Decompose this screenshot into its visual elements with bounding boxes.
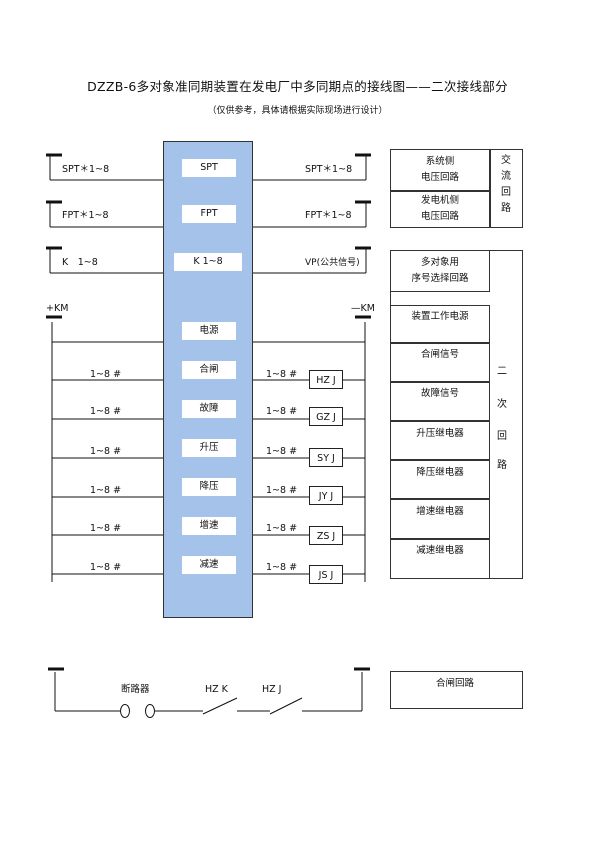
legend-ac-generator-side [390, 191, 490, 228]
signal-terminal: 减速 [182, 556, 236, 574]
legend-text: 增速继电器 [416, 506, 464, 517]
legend-sec-item-3 [390, 382, 490, 421]
hzk-label: HZ K [205, 684, 228, 695]
legend-ac-group-char: 回 [501, 187, 511, 198]
legend-ac-group-char: 流 [501, 171, 511, 182]
fpt-left-label: FPT＊1~8 [62, 210, 109, 221]
hzj-switch [269, 697, 303, 715]
signal-right-label: 1~8 # [266, 446, 298, 457]
legend-sec-item-0 [390, 250, 490, 292]
legend-sec-item-7 [390, 539, 490, 579]
legend-ac-group [490, 149, 523, 228]
power-terminal: 电源 [182, 322, 236, 340]
breaker-contact [120, 704, 130, 718]
fpt-right-label: FPT＊1~8 [305, 210, 352, 221]
signal-left-label: 1~8 # [90, 369, 122, 380]
spt-terminal: SPT [182, 159, 236, 177]
breaker-label: 断路器 [121, 684, 150, 695]
signal-left-label: 1~8 # [90, 485, 122, 496]
breaker-contact [145, 704, 155, 718]
signal-terminal: 升压 [182, 439, 236, 457]
signal-terminal: 故障 [182, 400, 236, 418]
signal-right-label: 1~8 # [266, 523, 298, 534]
k-terminal: K 1~8 [174, 253, 242, 271]
legend-sec-item-2 [390, 343, 490, 382]
legend-text: 升压继电器 [416, 428, 464, 439]
signal-left-label: 1~8 # [90, 446, 122, 457]
relay-box: JS J [309, 565, 343, 584]
legend-text: 系统侧 [425, 156, 455, 167]
signal-left-label: 1~8 # [90, 523, 122, 534]
legend-text: 故障信号 [420, 388, 459, 399]
legend-text: 序号选择回路 [411, 273, 469, 284]
signal-terminal: 降压 [182, 478, 236, 496]
diagram-title: DZZB-6多对象准同期装置在发电厂中多同期点的接线图——二次接线部分 [87, 79, 508, 94]
signal-terminal: 合闸 [182, 361, 236, 379]
signal-left-label: 1~8 # [90, 406, 122, 417]
hzj-label: HZ J [262, 684, 282, 695]
legend-sec-group-char: 二 [497, 366, 507, 377]
signal-right-label: 1~8 # [266, 369, 298, 380]
spt-left-label: SPT＊1~8 [62, 164, 110, 175]
relay-box: JY J [309, 486, 343, 505]
legend-sec-group-char: 次 [497, 399, 507, 410]
diagram-subtitle: （仅供参考，具体请根据实际现场进行设计） [207, 106, 388, 116]
signal-right-label: 1~8 # [266, 562, 298, 573]
relay-box: ZS J [309, 526, 343, 545]
legend-sec-item-6 [390, 499, 490, 539]
legend-sec-group-char: 路 [497, 460, 507, 471]
fpt-terminal: FPT [182, 205, 236, 223]
signal-left-label: 1~8 # [90, 562, 122, 573]
legend-text: 电压回路 [420, 172, 459, 183]
legend-sec-item-1 [390, 305, 490, 343]
k-left-label: K 1~8 [62, 257, 98, 268]
legend-ac-system-side [390, 149, 490, 191]
legend-sec-group-char: 回 [497, 431, 507, 442]
legend-text: 合闸信号 [420, 349, 459, 360]
legend-text: 多对象用 [420, 257, 459, 268]
legend-text: 装置工作电源 [411, 311, 469, 322]
legend-text: 合闸回路 [436, 678, 475, 689]
hzk-switch [202, 697, 238, 715]
legend-text: 发电机侧 [420, 195, 459, 206]
legend-text: 减速继电器 [416, 545, 464, 556]
legend-close-circuit [390, 671, 523, 709]
signal-terminal: 增速 [182, 517, 236, 535]
relay-box: HZ J [309, 370, 343, 389]
signal-right-label: 1~8 # [266, 485, 298, 496]
bus-negative-label: —KM [351, 303, 375, 314]
legend-sec-item-4 [390, 421, 490, 460]
legend-sec-item-5 [390, 460, 490, 499]
bus-positive-label: +KM [46, 303, 69, 314]
legend-ac-group-char: 路 [501, 203, 511, 214]
spt-right-label: SPT＊1~8 [305, 164, 353, 175]
k-right-label: VP(公共信号) [305, 258, 360, 268]
legend-text: 降压继电器 [416, 467, 464, 478]
relay-box: GZ J [309, 407, 343, 426]
legend-ac-group-char: 交 [501, 155, 511, 166]
signal-right-label: 1~8 # [266, 406, 298, 417]
relay-box: SY J [309, 448, 343, 467]
legend-text: 电压回路 [420, 211, 459, 222]
